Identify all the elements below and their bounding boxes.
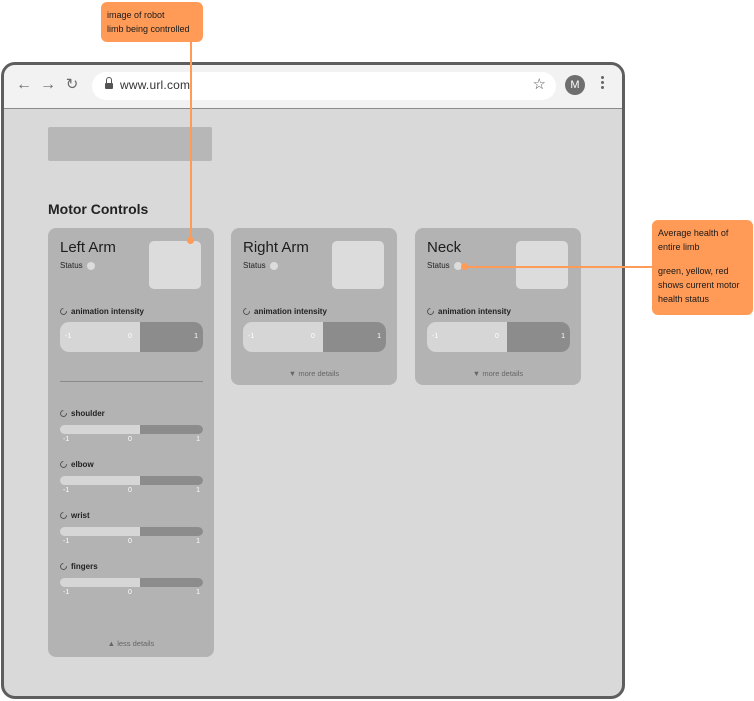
- page-title: Motor Controls: [48, 201, 149, 217]
- animation-intensity-label: animation intensity: [58, 306, 144, 317]
- health-annotation-connector: [464, 266, 652, 268]
- status-row: Status: [427, 261, 462, 270]
- slider-fill: [507, 322, 570, 352]
- joint-label-text: fingers: [71, 562, 98, 571]
- slider-mid: 0: [495, 333, 499, 340]
- slider-mid: 0: [128, 333, 132, 340]
- limb-card-neck: Neck Status animation intensity -1 0 1 ▼…: [415, 228, 581, 385]
- slider-min: -1: [248, 333, 255, 340]
- browser-toolbar: ← → ↻ www.url.com ☆ M: [4, 65, 622, 109]
- url-text: www.url.com: [120, 78, 191, 92]
- status-indicator: [86, 261, 95, 270]
- card-title: Right Arm: [243, 239, 309, 256]
- status-indicator: [269, 261, 278, 270]
- shoulder-label: shoulder: [58, 408, 105, 419]
- reset-icon[interactable]: [58, 459, 69, 470]
- forward-arrow-icon[interactable]: →: [40, 76, 56, 93]
- slider-max: 1: [194, 333, 198, 340]
- animation-intensity-slider[interactable]: -1 0 1: [60, 322, 203, 352]
- limb-image: [149, 241, 201, 289]
- slider-max: 1: [377, 333, 381, 340]
- control-label-text: animation intensity: [254, 307, 327, 316]
- limb-image: [332, 241, 384, 289]
- fingers-scale: -1 0 1: [63, 589, 200, 596]
- reload-icon[interactable]: ↻: [65, 76, 79, 93]
- health-annotation-line-3: green, yellow, red: [658, 266, 729, 276]
- wrist-label: wrist: [58, 510, 90, 521]
- more-details-link[interactable]: ▼ more details: [231, 369, 397, 378]
- slider-max: 1: [561, 333, 565, 340]
- caret-up-icon: ▲: [107, 639, 116, 648]
- limb-image: [516, 241, 568, 289]
- caret-down-icon: ▼: [288, 369, 297, 378]
- more-details-link[interactable]: ▼ more details: [415, 369, 581, 378]
- bookmark-star-icon[interactable]: ☆: [532, 76, 546, 93]
- fingers-label: fingers: [58, 561, 98, 572]
- status-label: Status: [243, 261, 266, 270]
- slider-mid: 0: [311, 333, 315, 340]
- health-annotation-dot: [461, 263, 468, 270]
- profile-avatar[interactable]: M: [565, 75, 585, 95]
- fingers-slider[interactable]: [60, 578, 203, 587]
- control-label-text: animation intensity: [438, 307, 511, 316]
- browser-window: ← → ↻ www.url.com ☆ M Motor Controls Lef…: [1, 62, 625, 699]
- reset-icon[interactable]: [58, 510, 69, 521]
- animation-intensity-label: animation intensity: [425, 306, 511, 317]
- status-row: Status: [243, 261, 278, 270]
- status-indicator: [453, 261, 462, 270]
- animation-intensity-label: animation intensity: [241, 306, 327, 317]
- limb-card-left-arm: Left Arm Status animation intensity -1 0…: [48, 228, 214, 657]
- header-placeholder: [48, 127, 212, 161]
- health-annotation-callout: Average health of entire limb green, yel…: [652, 220, 753, 315]
- elbow-label: elbow: [58, 459, 94, 470]
- reset-icon[interactable]: [58, 306, 69, 317]
- less-details-link[interactable]: ▲ less details: [48, 639, 214, 648]
- caret-down-icon: ▼: [472, 369, 481, 378]
- joint-label-text: wrist: [71, 511, 90, 520]
- reset-icon[interactable]: [241, 306, 252, 317]
- kebab-menu-icon[interactable]: [596, 74, 608, 94]
- slider-fill: [140, 322, 203, 352]
- shoulder-scale: -1 0 1: [63, 436, 200, 443]
- elbow-scale: -1 0 1: [63, 487, 200, 494]
- lock-icon: [105, 77, 113, 90]
- status-label: Status: [60, 261, 83, 270]
- wrist-slider[interactable]: [60, 527, 203, 536]
- reset-icon[interactable]: [58, 408, 69, 419]
- shoulder-slider[interactable]: [60, 425, 203, 434]
- health-annotation-line-4: shows current motor: [658, 280, 740, 290]
- card-title: Neck: [427, 239, 462, 256]
- wrist-scale: -1 0 1: [63, 538, 200, 545]
- slider-fill: [323, 322, 386, 352]
- elbow-slider[interactable]: [60, 476, 203, 485]
- joint-label-text: elbow: [71, 460, 94, 469]
- card-title: Left Arm: [60, 239, 116, 256]
- health-annotation-line-5: health status: [658, 294, 710, 304]
- toggle-label: more details: [482, 369, 524, 378]
- image-annotation-connector: [190, 42, 192, 240]
- image-annotation-callout: image of robot limb being controlled: [101, 2, 203, 42]
- status-label: Status: [427, 261, 450, 270]
- slider-min: -1: [65, 333, 72, 340]
- back-arrow-icon[interactable]: ←: [16, 76, 32, 93]
- image-annotation-dot: [187, 237, 194, 244]
- health-annotation-line-1: Average health of: [658, 228, 729, 238]
- toggle-label: less details: [117, 639, 155, 648]
- animation-intensity-slider[interactable]: -1 0 1: [427, 322, 570, 352]
- reset-icon[interactable]: [425, 306, 436, 317]
- image-annotation-line-1: image of robot: [107, 10, 165, 20]
- card-divider: [60, 381, 203, 382]
- control-label-text: animation intensity: [71, 307, 144, 316]
- reset-icon[interactable]: [58, 561, 69, 572]
- joint-label-text: shoulder: [71, 409, 105, 418]
- health-annotation-line-2: entire limb: [658, 242, 700, 252]
- animation-intensity-slider[interactable]: -1 0 1: [243, 322, 386, 352]
- address-bar[interactable]: www.url.com ☆: [92, 72, 556, 100]
- slider-min: -1: [432, 333, 439, 340]
- limb-card-right-arm: Right Arm Status animation intensity -1 …: [231, 228, 397, 385]
- image-annotation-line-2: limb being controlled: [107, 24, 190, 34]
- toggle-label: more details: [298, 369, 340, 378]
- status-row: Status: [60, 261, 95, 270]
